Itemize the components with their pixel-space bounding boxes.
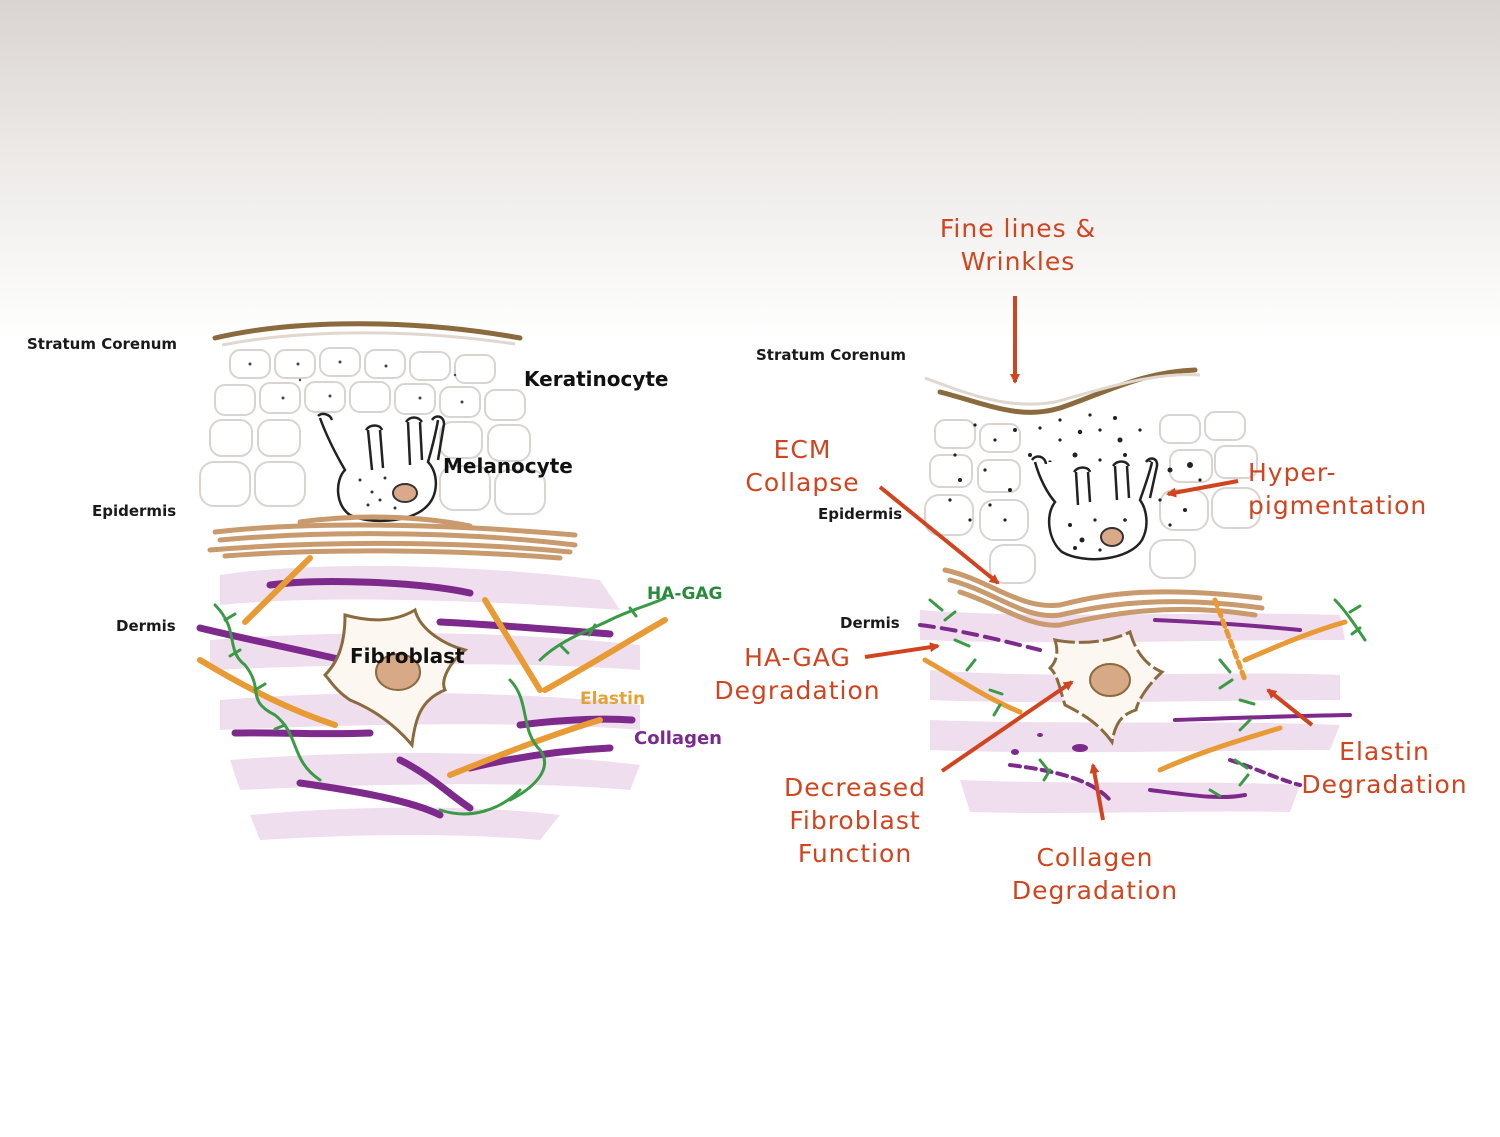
melanocyte-label: Melanocyte (443, 454, 573, 478)
left-skin-illustration (196, 321, 668, 840)
right-epidermis-label: Epidermis (818, 505, 903, 523)
right-melanocyte-nucleus (1100, 527, 1124, 547)
right-fibroblast (1047, 629, 1165, 746)
elastin-degradation-line2: Degradation (1301, 770, 1468, 799)
left-dermis-label: Dermis (116, 617, 176, 635)
decreased-fibroblast-line2: Fibroblast (789, 806, 921, 835)
fine-lines-line1: Fine lines & (939, 214, 1097, 243)
ecm-collapse-line2: Collapse (745, 468, 860, 497)
collagen-degradation-line1: Collagen (1036, 843, 1154, 872)
left-melanocyte (317, 412, 446, 523)
right-keratinocyte-cells (924, 411, 1261, 584)
right-melanocyte (1030, 455, 1159, 561)
left-stratum-corneum-label: Stratum Corenum (27, 335, 178, 353)
elastin-label: Elastin (580, 689, 646, 709)
hyperpigmentation-line2: pigmentation (1248, 491, 1428, 520)
keratinocyte-label: Keratinocyte (524, 367, 669, 391)
right-callout-arrows (864, 296, 1314, 821)
left-melanocyte-granules (358, 476, 397, 510)
elastin-degradation-line1: Elastin (1339, 737, 1430, 766)
ecm-collapse-callout: ECM Collapse (730, 433, 875, 499)
ecm-collapse-line1: ECM (773, 435, 832, 464)
left-epidermis-label: Epidermis (92, 502, 177, 520)
fine-lines-callout: Fine lines & Wrinkles (918, 212, 1118, 278)
left-keratinocyte-cells (199, 347, 546, 515)
hagag-label: HA-GAG (647, 584, 723, 604)
right-stratum-corneum-label: Stratum Corenum (756, 346, 907, 364)
hagag-degradation-line1: HA-GAG (744, 643, 851, 672)
left-melanocyte-nucleus (392, 483, 418, 503)
hagag-degradation-arrow (864, 642, 940, 659)
fine-lines-line2: Wrinkles (960, 247, 1076, 276)
fibroblast-label: Fibroblast (350, 644, 465, 668)
ecm-collapse-arrow (878, 485, 1000, 585)
right-collagen-fragments (1011, 733, 1088, 755)
hagag-degradation-line2: Degradation (714, 676, 881, 705)
right-melanocyte-granules (1068, 518, 1127, 552)
left-hagag-chains (213, 596, 667, 816)
left-basement-membrane (207, 514, 578, 561)
decreased-fibroblast-arrow (940, 680, 1074, 773)
right-fibroblast-nucleus (1089, 663, 1131, 697)
left-fibroblast (322, 607, 469, 749)
decreased-fibroblast-line1: Decreased (783, 773, 927, 802)
right-basement-membrane (942, 567, 1265, 628)
hyperpigmentation-callout: Hyper- pigmentation (1248, 456, 1427, 522)
left-fibroblast-nucleus (375, 653, 421, 691)
right-skin-illustration (864, 296, 1367, 821)
left-keratinocyte-dots (248, 360, 464, 404)
right-collagen-fibers (918, 618, 1352, 802)
right-pigment-dots (948, 413, 1202, 527)
elastin-degradation-arrow (1266, 688, 1314, 727)
decreased-fibroblast-line3: Function (797, 839, 913, 868)
hyperpigmentation-line1: Hyper- (1248, 458, 1337, 487)
left-stratum-corneum-line (212, 321, 523, 341)
right-elastin-fibers (922, 597, 1348, 773)
elastin-degradation-callout: Elastin Degradation (1292, 735, 1477, 801)
hagag-degradation-callout: HA-GAG Degradation (705, 641, 890, 707)
collagen-degradation-callout: Collagen Degradation (1000, 841, 1190, 907)
right-dermis-label: Dermis (840, 614, 900, 632)
decreased-fibroblast-callout: Decreased Fibroblast Function (770, 771, 940, 870)
collagen-degradation-arrow (1089, 763, 1105, 821)
left-elastin-fibers (197, 555, 668, 778)
right-hagag-fragments (928, 598, 1367, 798)
collagen-label: Collagen (634, 728, 722, 749)
collagen-degradation-line2: Degradation (1011, 876, 1179, 905)
hyperpigmentation-arrow (1166, 479, 1239, 498)
